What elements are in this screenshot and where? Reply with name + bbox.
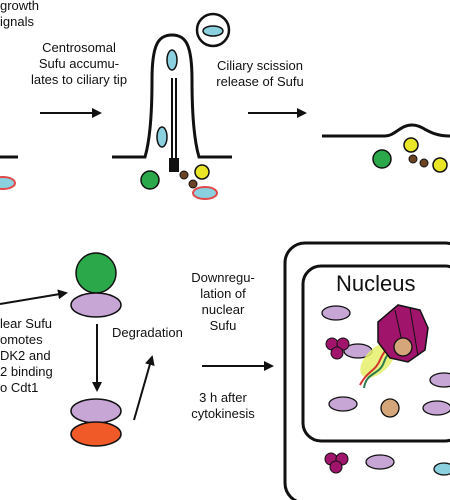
sufu-protein-icon [156, 126, 168, 148]
lavender-protein-icon [365, 454, 395, 470]
green-protein-icon [75, 252, 117, 294]
stage1-membrane-fragment [0, 155, 18, 190]
lavender-protein-icon [429, 372, 450, 388]
yellow-protein-icon [194, 164, 210, 180]
basal-body [169, 158, 179, 172]
lavender-protein-icon [321, 305, 351, 321]
lavender-protein-icon [328, 396, 358, 412]
orange-protein-icon [70, 421, 122, 447]
label-time-after: 3 h after cytokinesis [191, 390, 255, 421]
label-growth-signals: growth ignals [0, 0, 40, 29]
yellow-protein-icon [403, 137, 419, 153]
post-scission-membrane [322, 123, 450, 173]
green-protein-icon [140, 170, 160, 190]
primary-cilium [112, 12, 232, 200]
sufu-protein-icon [433, 462, 450, 476]
sufu-cdk2-complex [70, 252, 122, 318]
sufu-protein-icon [192, 186, 218, 200]
tan-protein-icon [393, 337, 413, 357]
sufu-protein-icon [202, 25, 224, 37]
lavender-protein-icon [70, 292, 122, 318]
label-centrosomal-sufu: Centrosomal Sufu accumu- lates to ciliar… [30, 40, 128, 87]
lavender-protein-icon [70, 398, 122, 424]
lavender-protein-icon [422, 400, 450, 416]
magenta-complex-icon [325, 337, 350, 360]
magenta-large-complex-icon [377, 304, 429, 363]
brown-protein-icon [179, 170, 189, 180]
arrow-up-right [133, 355, 155, 421]
label-ciliary-scission: Ciliary scission release of Sufu [216, 58, 304, 89]
brown-protein-icon [419, 158, 429, 168]
brown-protein-icon [408, 154, 418, 164]
yellow-protein-icon [432, 157, 448, 173]
arrow-to-complex [0, 289, 68, 305]
brown-protein-icon [188, 179, 198, 189]
sufu-protein-icon [0, 176, 16, 190]
label-downregulation: Downregu- lation of nuclear Sufu [191, 270, 255, 333]
label-degradation: Degradation [112, 325, 183, 340]
magenta-complex-icon [324, 452, 349, 474]
label-nuclear-sufu: lear Sufu omotes DK2 and 2 binding o Cdt… [0, 316, 53, 395]
green-protein-icon [372, 149, 392, 169]
nucleus-title: Nucleus [336, 271, 416, 296]
sufu-degradation-complex [70, 398, 122, 447]
cell [283, 241, 450, 500]
sufu-protein-icon [166, 49, 178, 71]
tan-protein-icon [380, 398, 400, 418]
